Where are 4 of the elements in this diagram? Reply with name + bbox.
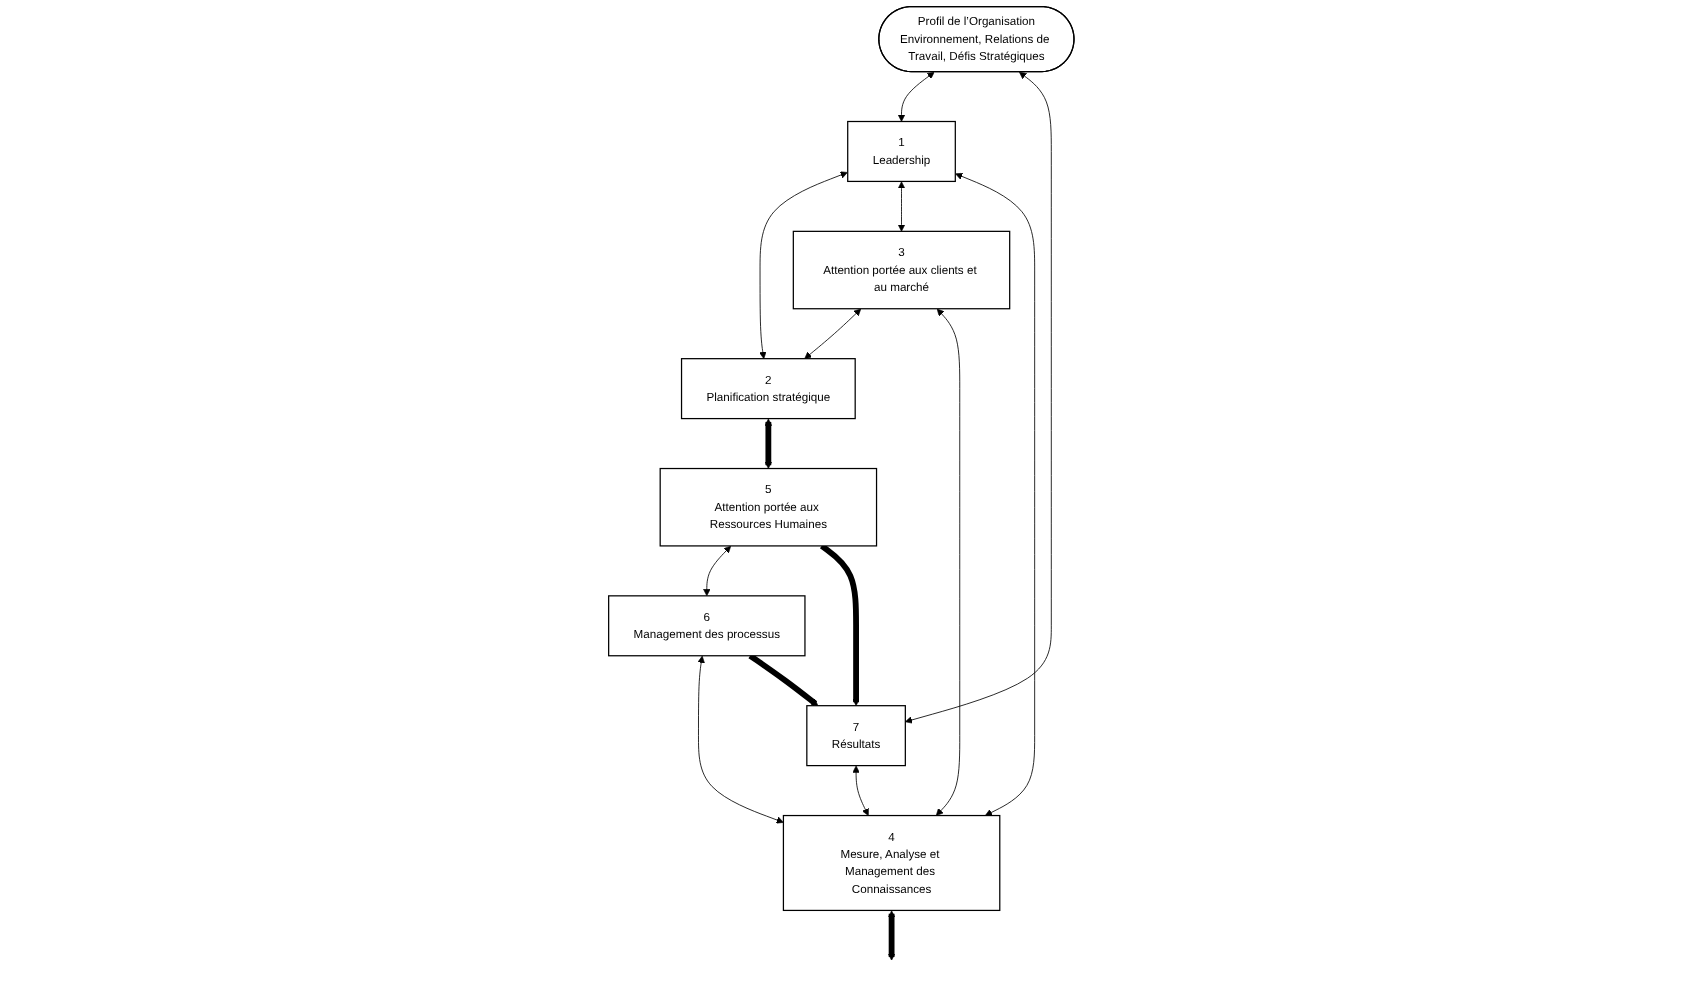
arrow [748, 653, 818, 707]
arrow [764, 418, 772, 469]
arrow [819, 543, 860, 707]
arrow [887, 910, 895, 961]
